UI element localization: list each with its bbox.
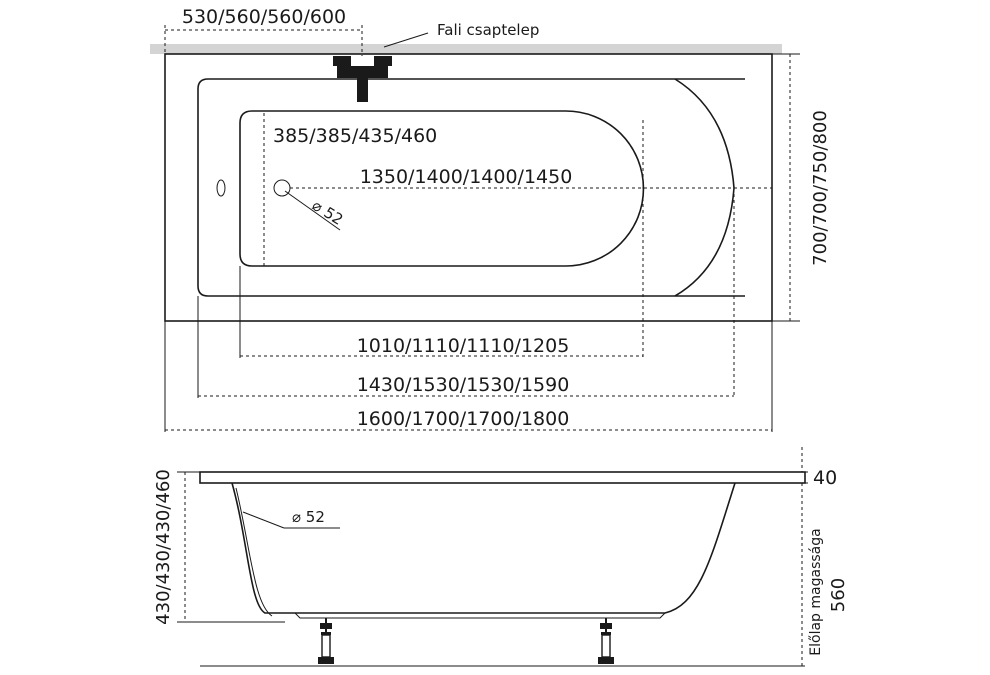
rim-outline: [197, 78, 745, 297]
left-leg-icon: [318, 618, 334, 664]
height-dim: 430/430/430/460: [153, 469, 174, 625]
rim-thickness-dim: 40: [813, 467, 837, 489]
drain-leader: [284, 190, 341, 231]
faucet-position-dim: 530/560/560/600: [182, 6, 346, 28]
side-drain-leader: [242, 511, 285, 529]
faucet-icon: [333, 56, 392, 102]
rim-length-dim: 1430/1530/1530/1590: [357, 374, 570, 396]
width-dim: 700/700/750/800: [810, 110, 831, 266]
drain-circle: [273, 179, 291, 197]
inner-length-dim: 1350/1400/1400/1450: [360, 166, 573, 188]
side-view: 430/430/430/460 40 ⌀ 52 Előlap magassága…: [153, 447, 849, 667]
wall-strip: [150, 44, 782, 54]
side-rim: [199, 471, 806, 484]
drain-offset-dim: 385/385/435/460: [273, 125, 437, 147]
faucet-label: Fali csaptelep: [437, 21, 539, 39]
faucet-label-leader: [383, 32, 429, 48]
front-panel-height: 560: [828, 578, 849, 612]
drain-diameter-label: ⌀ 52: [309, 196, 346, 229]
inner-basin: [239, 110, 645, 267]
front-panel-label: Előlap magassága: [808, 528, 824, 655]
side-tub-body: [231, 482, 736, 614]
total-length-dim: 1600/1700/1700/1800: [357, 408, 570, 430]
side-base-plate: [294, 612, 666, 619]
side-drain-pipe: [235, 487, 273, 617]
right-leg-icon: [598, 618, 614, 664]
top-view: 530/560/560/600 Fali csaptelep 385/385/4…: [150, 6, 831, 432]
bottom-length-dim: 1010/1110/1110/1205: [357, 335, 570, 357]
side-drain-diameter: ⌀ 52: [292, 508, 325, 526]
overflow-hole: [216, 179, 226, 197]
